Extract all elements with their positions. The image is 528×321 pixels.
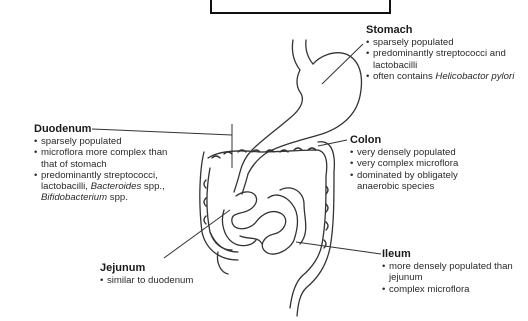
stomach-bullet: predominantly streptococci and lactobaci… <box>366 48 526 71</box>
jejunum-bullets: similar to duodenum <box>100 275 230 286</box>
duodenum-bullet: sparsely populated <box>34 136 174 147</box>
duodenum-bullet: microflora more complex than that of sto… <box>34 147 174 170</box>
duodenum-bullet: predominantly streptococci, lactobacilli… <box>34 170 174 204</box>
colon-bullet: very complex microflora <box>350 158 500 169</box>
duodenum-bullets: sparsely populated microflora more compl… <box>34 136 174 204</box>
duodenum-title: Duodenum <box>34 123 174 136</box>
colon-leader <box>318 140 347 146</box>
esophagus-outline <box>292 40 300 70</box>
ileum-bullet: complex microflora <box>382 284 522 295</box>
jejunum-label-block: Jejunum similar to duodenum <box>100 262 230 286</box>
stomach-bullet: sparsely populated <box>366 37 526 48</box>
duodenum-label-block: Duodenum sparsely populated microflora m… <box>34 123 174 204</box>
colon-label-block: Colon very densely populated very comple… <box>350 134 500 192</box>
stomach-bullet: often contains Helicobactor pylori <box>366 71 526 82</box>
jejunum-bullet: similar to duodenum <box>100 275 230 286</box>
esophagus-outline-inner <box>306 40 313 64</box>
colon-outline-outer <box>200 142 335 316</box>
ileum-bullets: more densely populated than jejunum comp… <box>382 261 522 295</box>
stomach-outline <box>240 53 361 174</box>
ileum-label-block: Ileum more densely populated than jejunu… <box>382 248 522 295</box>
colon-bullet: very densely populated <box>350 147 500 158</box>
ileum-bullet: more densely populated than jejunum <box>382 261 522 284</box>
duodenum-pipe <box>234 172 248 194</box>
colon-haustra <box>204 148 328 248</box>
colon-bullet: dominated by obligately anaerobic specie… <box>350 170 500 193</box>
ileum-leader <box>296 242 381 254</box>
stomach-title: Stomach <box>366 24 526 37</box>
colon-bullets: very densely populated very complex micr… <box>350 147 500 192</box>
colon-title: Colon <box>350 134 500 147</box>
jejunum-leader <box>164 210 230 258</box>
stomach-label-block: Stomach sparsely populated predominantly… <box>366 24 526 82</box>
ileum-title: Ileum <box>382 248 522 261</box>
jejunum-title: Jejunum <box>100 262 230 275</box>
stomach-bullets: sparsely populated predominantly strepto… <box>366 37 526 82</box>
small-intestine-coils <box>222 188 305 254</box>
